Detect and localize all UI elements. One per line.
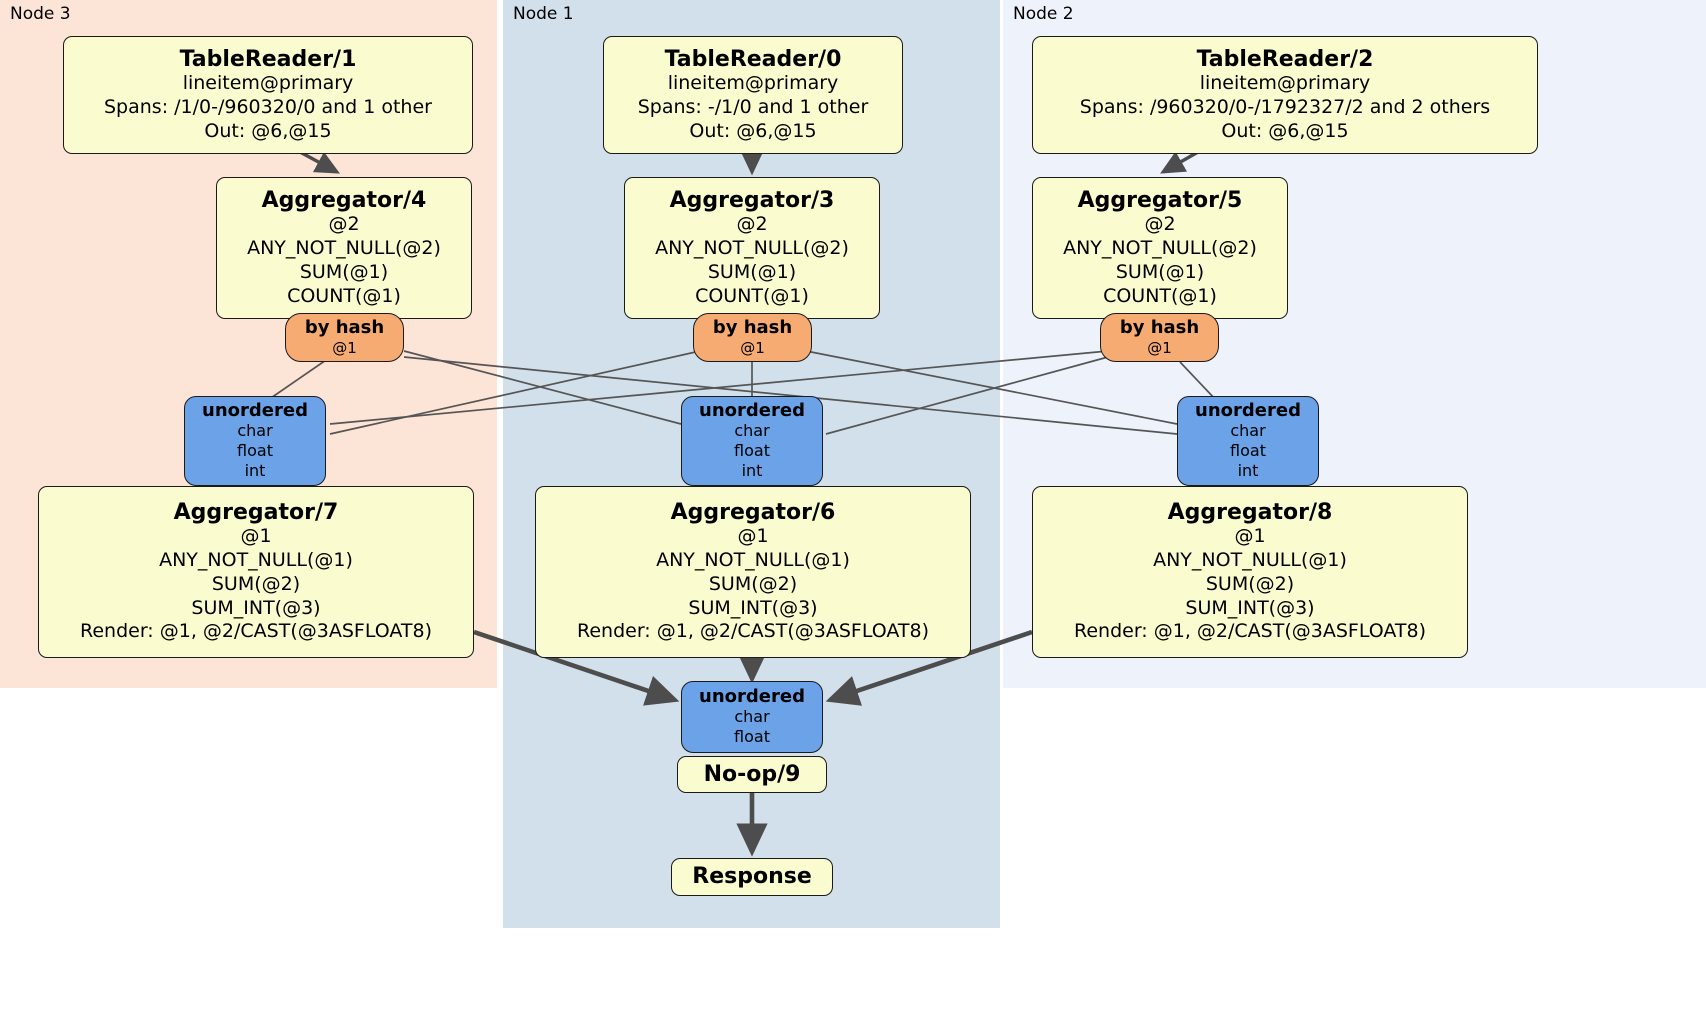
- box-line: int: [1237, 461, 1259, 481]
- box-line: Spans: -/1/0 and 1 other: [637, 95, 869, 118]
- synchronizer-unordered-node1[interactable]: unordered char float int: [681, 396, 823, 486]
- box-line: lineitem@primary: [1199, 72, 1371, 95]
- box-title: Aggregator/5: [1077, 187, 1243, 213]
- processor-aggregator-7[interactable]: Aggregator/7 @1 ANY_NOT_NULL(@1) SUM(@2)…: [38, 486, 474, 658]
- router-by-hash-node1[interactable]: by hash @1: [693, 313, 812, 362]
- box-line: SUM_INT(@3): [1185, 596, 1315, 619]
- box-line: Spans: /1/0-/960320/0 and 1 other: [104, 95, 432, 118]
- box-line: int: [244, 461, 266, 481]
- processor-tablereader-0[interactable]: TableReader/0 lineitem@primary Spans: -/…: [603, 36, 903, 154]
- box-line: ANY_NOT_NULL(@1): [1153, 549, 1347, 572]
- box-title: unordered: [699, 685, 805, 707]
- box-line: Render: @1, @2/CAST(@3ASFLOAT8): [80, 620, 432, 643]
- box-line: SUM(@2): [211, 572, 301, 595]
- box-line: COUNT(@1): [695, 284, 809, 307]
- box-title: unordered: [1195, 399, 1301, 421]
- box-line: float: [734, 441, 770, 461]
- box-title: Aggregator/8: [1167, 499, 1333, 525]
- box-line: SUM(@1): [1115, 260, 1205, 283]
- processor-aggregator-6[interactable]: Aggregator/6 @1 ANY_NOT_NULL(@1) SUM(@2)…: [535, 486, 971, 658]
- box-line: Out: @6,@15: [204, 119, 332, 142]
- box-line: SUM(@2): [1205, 572, 1295, 595]
- box-line: @1: [240, 525, 272, 548]
- box-line: @1: [740, 338, 765, 357]
- box-line: SUM_INT(@3): [688, 596, 818, 619]
- node-panel-label-node2: Node 2: [1013, 4, 1074, 24]
- box-line: char: [734, 421, 770, 441]
- box-line: @2: [736, 213, 768, 236]
- box-line: lineitem@primary: [667, 72, 839, 95]
- box-line: @2: [1144, 213, 1176, 236]
- box-line: ANY_NOT_NULL(@2): [1063, 237, 1257, 259]
- processor-tablereader-1[interactable]: TableReader/1 lineitem@primary Spans: /1…: [63, 36, 473, 154]
- box-line: float: [1230, 441, 1266, 461]
- box-line: ANY_NOT_NULL(@2): [247, 237, 441, 259]
- processor-aggregator-4[interactable]: Aggregator/4 @2 ANY_NOT_NULL(@2) SUM(@1)…: [216, 177, 472, 319]
- processor-aggregator-3[interactable]: Aggregator/3 @2 ANY_NOT_NULL(@2) SUM(@1)…: [624, 177, 880, 319]
- node-panel-label-node3: Node 3: [10, 4, 71, 24]
- node-panel-label-node1: Node 1: [513, 4, 574, 24]
- router-by-hash-node2[interactable]: by hash @1: [1100, 313, 1219, 362]
- box-line: char: [734, 707, 770, 727]
- box-title: unordered: [699, 399, 805, 421]
- processor-noop-9[interactable]: No-op/9: [677, 756, 827, 793]
- box-line: COUNT(@1): [287, 284, 401, 307]
- processor-response[interactable]: Response: [671, 858, 833, 896]
- box-line: float: [237, 441, 273, 461]
- processor-aggregator-8[interactable]: Aggregator/8 @1 ANY_NOT_NULL(@1) SUM(@2)…: [1032, 486, 1468, 658]
- box-line: Render: @1, @2/CAST(@3ASFLOAT8): [577, 620, 929, 643]
- box-line: Out: @6,@15: [689, 119, 817, 142]
- box-line: lineitem@primary: [182, 72, 354, 95]
- box-title: by hash: [304, 316, 385, 338]
- synchronizer-unordered-node3[interactable]: unordered char float int: [184, 396, 326, 486]
- box-title: Aggregator/3: [669, 187, 835, 213]
- box-title: TableReader/1: [179, 46, 357, 72]
- box-title: Aggregator/4: [261, 187, 427, 213]
- box-line: COUNT(@1): [1103, 284, 1217, 307]
- box-line: float: [734, 727, 770, 747]
- box-line: @1: [737, 525, 769, 548]
- box-line: SUM_INT(@3): [191, 596, 321, 619]
- processor-tablereader-2[interactable]: TableReader/2 lineitem@primary Spans: /9…: [1032, 36, 1538, 154]
- box-line: ANY_NOT_NULL(@1): [159, 549, 353, 572]
- box-line: SUM(@1): [707, 260, 797, 283]
- box-title: TableReader/0: [664, 46, 842, 72]
- box-line: Out: @6,@15: [1221, 119, 1349, 142]
- box-title: by hash: [712, 316, 793, 338]
- box-title: Aggregator/7: [173, 499, 339, 525]
- box-line: SUM(@1): [299, 260, 389, 283]
- box-line: Spans: /960320/0-/1792327/2 and 2 others: [1079, 95, 1491, 118]
- box-line: ANY_NOT_NULL(@2): [655, 237, 849, 259]
- box-title: Aggregator/6: [670, 499, 836, 525]
- box-line: ANY_NOT_NULL(@1): [656, 549, 850, 572]
- box-title: unordered: [202, 399, 308, 421]
- box-title: No-op/9: [703, 761, 801, 787]
- synchronizer-unordered-node2[interactable]: unordered char float int: [1177, 396, 1319, 486]
- box-line: @2: [328, 213, 360, 236]
- box-line: Render: @1, @2/CAST(@3ASFLOAT8): [1074, 620, 1426, 643]
- box-line: char: [1230, 421, 1266, 441]
- box-title: Response: [692, 864, 812, 890]
- processor-aggregator-5[interactable]: Aggregator/5 @2 ANY_NOT_NULL(@2) SUM(@1)…: [1032, 177, 1288, 319]
- box-title: TableReader/2: [1196, 46, 1374, 72]
- box-line: @1: [1234, 525, 1266, 548]
- box-title: by hash: [1119, 316, 1200, 338]
- box-line: char: [237, 421, 273, 441]
- box-line: int: [741, 461, 763, 481]
- box-line: @1: [1147, 338, 1172, 357]
- synchronizer-unordered-final[interactable]: unordered char float: [681, 681, 823, 753]
- box-line: @1: [332, 338, 357, 357]
- router-by-hash-node3[interactable]: by hash @1: [285, 313, 404, 362]
- box-line: SUM(@2): [708, 572, 798, 595]
